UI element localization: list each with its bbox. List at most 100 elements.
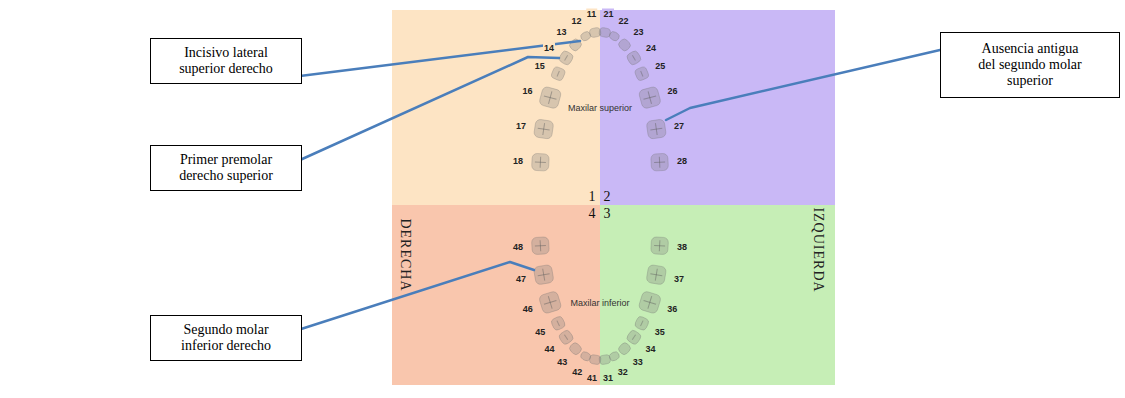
jaw-label: Maxilar superior <box>568 103 632 113</box>
tooth-groove <box>564 335 567 340</box>
tooth-crown <box>626 329 643 346</box>
tooth-shape <box>579 350 592 362</box>
tooth-groove <box>641 321 644 326</box>
tooth-number: 42 <box>571 367 583 378</box>
tooth-crown <box>608 350 621 362</box>
tooth-number: 23 <box>632 27 644 38</box>
tooth-shape <box>533 119 553 139</box>
quadrant-region <box>392 205 600 385</box>
tooth-crown <box>550 66 566 82</box>
tooth-crown <box>550 315 566 331</box>
tooth-number: 22 <box>618 15 630 26</box>
tooth-shape <box>538 291 562 315</box>
tooth-crown <box>626 50 642 66</box>
tooth-groove <box>535 161 546 163</box>
tooth-shape <box>579 30 592 42</box>
tooth-crown <box>634 315 650 331</box>
tooth-groove <box>632 335 635 340</box>
tooth-crown <box>579 350 592 362</box>
tooth-number: 27 <box>673 120 685 131</box>
tooth-crown <box>646 264 667 285</box>
tooth-crown <box>533 119 553 139</box>
tooth-number: 18 <box>512 156 524 167</box>
tooth-number: 47 <box>515 273 527 284</box>
tooth-crown <box>617 37 632 52</box>
tooth-shape <box>651 237 669 255</box>
tooth-groove <box>650 128 662 130</box>
tooth-number: 11 <box>586 9 598 20</box>
tooth-crown <box>579 30 592 42</box>
quadrant-region <box>600 10 835 205</box>
tooth-number: 17 <box>515 120 527 131</box>
tooth-number: 21 <box>602 9 614 20</box>
tooth-number: 46 <box>522 304 534 315</box>
callout-text: Primer premolar derecho superior <box>166 152 286 184</box>
tooth-shape <box>533 264 554 285</box>
tooth-number: 24 <box>645 42 657 53</box>
tooth-groove <box>535 245 546 247</box>
tooth-number: 31 <box>602 372 614 383</box>
tooth-shape <box>634 66 650 82</box>
quadrant-region <box>600 205 835 385</box>
leader-line <box>666 50 940 120</box>
tooth-crown <box>533 264 554 285</box>
quadrant-number: 4 <box>589 206 596 222</box>
quadrant-number: 3 <box>604 206 611 222</box>
tooth-number: 33 <box>632 357 644 368</box>
tooth-number: 37 <box>673 273 685 284</box>
tooth-crown <box>558 50 574 66</box>
callout-text: Incisivo lateral superior derecho <box>166 45 286 77</box>
tooth-shape <box>617 37 632 52</box>
side-label: DERECHA <box>397 218 413 291</box>
tooth-number: 38 <box>676 241 688 252</box>
tooth-groove <box>644 300 656 304</box>
tooth-shape <box>626 329 643 346</box>
tooth-crown <box>539 86 562 109</box>
tooth-shape <box>550 315 566 331</box>
callout-box: Incisivo lateral superior derecho <box>150 38 302 84</box>
leader-line <box>300 57 559 160</box>
tooth-groove <box>544 300 556 304</box>
tooth-shape <box>617 341 632 356</box>
tooth-groove <box>565 55 568 60</box>
tooth-shape <box>646 119 666 139</box>
tooth-crown <box>608 30 621 42</box>
tooth-number: 16 <box>521 86 533 97</box>
tooth-shape <box>568 341 583 356</box>
tooth-shape <box>646 264 667 285</box>
tooth-crown <box>531 153 549 171</box>
tooth-crown <box>638 291 662 315</box>
tooth-groove <box>632 55 635 60</box>
tooth-number: 45 <box>534 326 546 337</box>
tooth-shape <box>531 153 549 171</box>
tooth-crown <box>568 341 583 356</box>
tooth-shape <box>638 291 662 315</box>
tooth-groove <box>538 274 550 276</box>
tooth-crown <box>531 237 549 255</box>
tooth-groove <box>544 96 557 99</box>
tooth-groove <box>654 161 665 163</box>
tooth-crown <box>634 66 650 82</box>
tooth-crown <box>651 153 669 171</box>
tooth-shape <box>638 86 661 109</box>
tooth-number: 36 <box>666 304 678 315</box>
tooth-number: 12 <box>570 15 582 26</box>
tooth-crown <box>651 237 669 255</box>
tooth-number: 28 <box>676 156 688 167</box>
dental-arches <box>531 27 668 365</box>
tooth-number: 32 <box>617 367 629 378</box>
tooth-number: 35 <box>654 326 666 337</box>
quadrant-number: 2 <box>604 189 611 205</box>
tooth-shape <box>558 50 574 66</box>
callout-text: Ausencia antigua del segundo molar super… <box>978 41 1082 89</box>
tooth-shape <box>539 86 562 109</box>
tooth-shape <box>651 153 669 171</box>
tooth-number: 43 <box>556 357 568 368</box>
callout-box: Primer premolar derecho superior <box>150 145 302 191</box>
tooth-shape <box>531 237 549 255</box>
tooth-number: 26 <box>666 86 678 97</box>
tooth-crown <box>538 291 562 315</box>
tooth-shape <box>626 50 642 66</box>
tooth-crown <box>617 341 632 356</box>
tooth-number: 48 <box>512 241 524 252</box>
